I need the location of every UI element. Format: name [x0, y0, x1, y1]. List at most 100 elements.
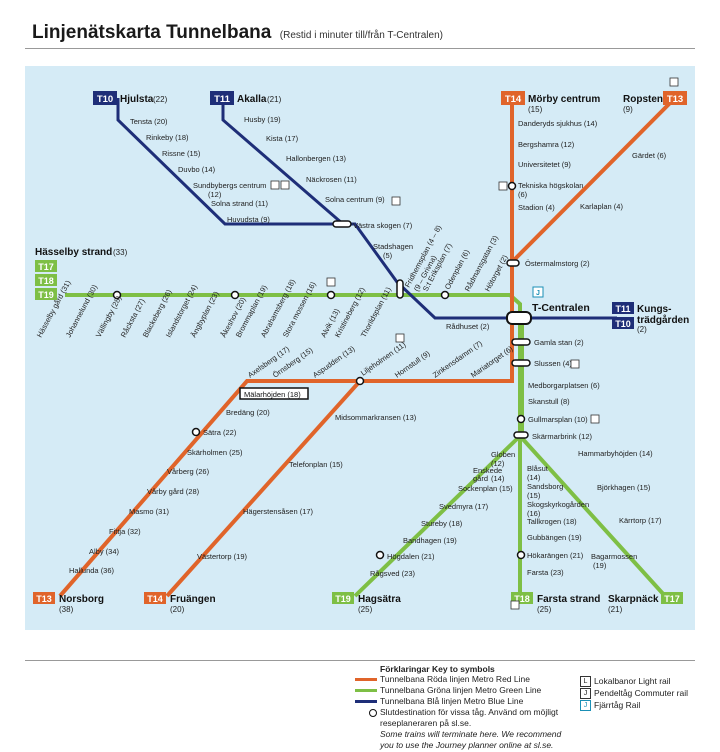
station-label[interactable]: Rinkeby (18): [146, 133, 189, 142]
station-label[interactable]: Stadshagen: [373, 242, 413, 251]
hogdalen-terminus-dot[interactable]: [375, 550, 385, 560]
satra-terminus-dot[interactable]: [191, 427, 201, 437]
station-label[interactable]: Sandsborg: [527, 482, 563, 491]
station-label[interactable]: Hallonbergen (13): [286, 154, 347, 163]
station-label[interactable]: gård: [473, 474, 488, 483]
station-label[interactable]: Rådhuset (2): [446, 322, 490, 331]
gullmarsplan-terminus-dot[interactable]: [516, 414, 526, 424]
station-label[interactable]: Skogskyrkogården: [527, 500, 589, 509]
station-label[interactable]: Aspudden (13): [311, 344, 357, 380]
tekniska-terminus-dot[interactable]: [507, 181, 517, 191]
station-label[interactable]: Västertorp (19): [197, 552, 248, 561]
slussen-interchange[interactable]: [511, 359, 531, 367]
vastra-skogen-interchange[interactable]: [332, 220, 352, 228]
terminal-fruangen[interactable]: T14 Fruängen (20): [144, 592, 216, 614]
station-label[interactable]: (12): [491, 459, 505, 468]
terminal-hasselby-strand[interactable]: Hässelby strand (33) T17 T18 T19: [35, 247, 128, 300]
station-label[interactable]: Skärholmen (25): [187, 448, 243, 457]
station-label[interactable]: (5): [383, 251, 393, 260]
station-label[interactable]: Hallunda (36): [69, 566, 115, 575]
terminal-farsta-strand[interactable]: T18 Farsta strand (25): [511, 592, 600, 614]
station-t-centralen[interactable]: J T-Centralen: [532, 286, 590, 314]
liljeholmen-terminus-dot[interactable]: [355, 376, 365, 386]
station-label[interactable]: (15): [527, 491, 541, 500]
station-label[interactable]: (6): [518, 190, 528, 199]
terminal-ropsten[interactable]: Ropsten (9) T13: [623, 91, 687, 114]
station-label[interactable]: Sockenplan (15): [458, 484, 513, 493]
station-label[interactable]: Stadion (4): [518, 203, 555, 212]
station-label[interactable]: Blåsut: [527, 464, 549, 473]
station-label[interactable]: Farsta (23): [527, 568, 564, 577]
gamla-stan-interchange[interactable]: [511, 338, 531, 346]
station-label[interactable]: Vårby gård (28): [147, 487, 200, 496]
station-label[interactable]: Näckrosen (11): [306, 175, 357, 184]
terminal-hagsatra[interactable]: T19 Hagsätra (25): [332, 592, 401, 614]
station-label[interactable]: Vårberg (26): [167, 467, 210, 476]
station-label[interactable]: Högdalen (21): [387, 552, 435, 561]
station-label[interactable]: Hägerstensåsen (17): [243, 507, 314, 516]
station-label[interactable]: Hammarbyhöjden (14): [578, 449, 653, 458]
station-label[interactable]: Bagarmossen: [591, 552, 637, 561]
station-label[interactable]: Rågsved (23): [370, 569, 416, 578]
station-label[interactable]: Medborgarplatsen (6): [528, 381, 600, 390]
station-label[interactable]: Kärrtorp (17): [619, 516, 662, 525]
station-label[interactable]: Universitetet (9): [518, 160, 571, 169]
station-label[interactable]: Telefonplan (15): [289, 460, 343, 469]
station-label[interactable]: Skärmarbrink (12): [532, 432, 593, 441]
station-label[interactable]: (12): [208, 190, 222, 199]
station-label[interactable]: Fittja (32): [109, 527, 141, 536]
station-label[interactable]: Huvudsta (9): [227, 215, 270, 224]
station-label[interactable]: Karlaplan (4): [580, 202, 623, 211]
terminal-akalla[interactable]: T11 Akalla (21): [210, 91, 282, 105]
station-label[interactable]: Gamla stan (2): [534, 338, 584, 347]
station-label[interactable]: (19): [593, 561, 607, 570]
alvik-terminus-dot[interactable]: [326, 290, 336, 300]
station-label[interactable]: Solna strand (11): [211, 199, 268, 208]
station-label[interactable]: Skanstull (8): [528, 397, 570, 406]
station-label[interactable]: Västra skogen (7): [353, 221, 413, 230]
akeshov-terminus-dot[interactable]: [230, 290, 240, 300]
station-label[interactable]: Husby (19): [244, 115, 281, 124]
station-label[interactable]: Stureby (18): [421, 519, 463, 528]
terminal-norsborg[interactable]: T13 Norsborg (38): [33, 592, 104, 614]
station-label[interactable]: Alby (34): [89, 547, 120, 556]
station-label[interactable]: Tensta (20): [130, 117, 168, 126]
skarmarbrink-interchange[interactable]: [513, 431, 529, 439]
station-label[interactable]: (14): [527, 473, 541, 482]
station-label[interactable]: Gärdet (6): [632, 151, 667, 160]
station-label[interactable]: Sundbybergs centrum: [193, 181, 266, 190]
ostermalmstorg-interchange[interactable]: [506, 259, 520, 267]
station-label[interactable]: Solna centrum (9): [325, 195, 385, 204]
station-label[interactable]: Gubbängen (19): [527, 533, 582, 542]
station-label[interactable]: Tallkrogen (18): [527, 517, 577, 526]
station-label[interactable]: Globen: [491, 450, 515, 459]
station-label[interactable]: (16): [527, 509, 541, 518]
station-label[interactable]: Svedmyra (17): [439, 502, 489, 511]
station-label[interactable]: Östermalmstorg (2): [525, 259, 590, 268]
station-label[interactable]: Tekniska högskolan: [518, 181, 583, 190]
station-malarhojden[interactable]: Mälarhöjden (18): [239, 387, 309, 400]
station-label[interactable]: Björkhagen (15): [597, 483, 651, 492]
station-label[interactable]: Johannelund (30): [64, 283, 100, 339]
station-label[interactable]: Kista (17): [266, 134, 299, 143]
station-label[interactable]: Sätra (22): [203, 428, 237, 437]
station-label[interactable]: (14): [491, 474, 505, 483]
terminal-morby[interactable]: T14 Mörby centrum (15): [501, 91, 600, 114]
station-label[interactable]: Slussen (4): [534, 359, 572, 368]
station-label[interactable]: Rissne (15): [162, 149, 201, 158]
t-centralen-interchange[interactable]: [506, 311, 532, 325]
station-label[interactable]: Midsommarkransen (13): [335, 413, 417, 422]
station-label[interactable]: Enskede: [473, 466, 502, 475]
terminal-kungstradgarden[interactable]: T11 T10 Kungs- trädgården (2): [612, 302, 689, 334]
station-label[interactable]: Bandhagen (19): [403, 536, 457, 545]
station-label[interactable]: Danderyds sjukhus (14): [518, 119, 598, 128]
vallingby-terminus-dot[interactable]: [112, 290, 122, 300]
station-label[interactable]: Gullmarsplan (10): [528, 415, 588, 424]
station-label[interactable]: Duvbo (14): [178, 165, 216, 174]
station-label[interactable]: Hökarängen (21): [527, 551, 584, 560]
terminal-hjulsta[interactable]: T10 Hjulsta (22): [93, 91, 168, 105]
odenplan-terminus-dot[interactable]: [440, 290, 450, 300]
station-label[interactable]: Bergshamra (12): [518, 140, 575, 149]
terminal-skarpnack[interactable]: Skarpnäck (21) T17: [608, 592, 683, 614]
station-label[interactable]: Bredäng (20): [226, 408, 270, 417]
